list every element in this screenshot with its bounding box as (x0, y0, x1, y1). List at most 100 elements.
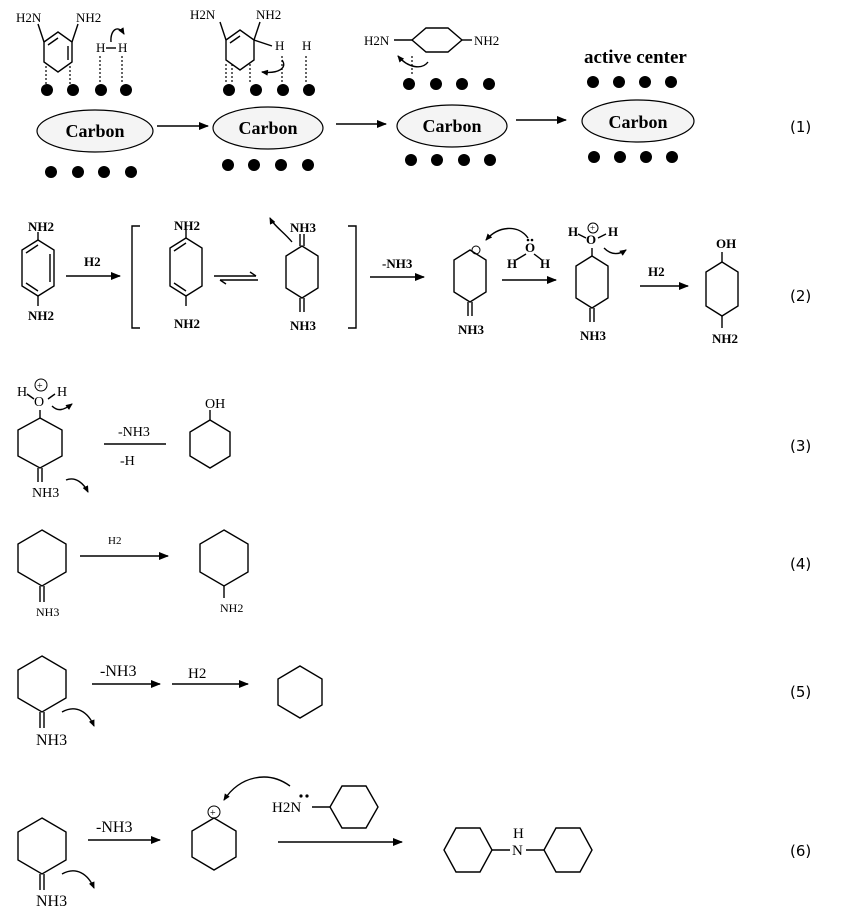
cyclohexane-diiminium: NH3 NH3 (269, 217, 319, 333)
carbon-label: Carbon (238, 118, 297, 138)
minus-nh3-label: -NH3 (96, 819, 132, 836)
equation-4: NH3 H2 NH2 (4) (17, 529, 811, 619)
active-site-dot (277, 84, 289, 96)
active-site-dot (613, 76, 625, 88)
ring (329, 785, 379, 829)
h2n-label: H2N (364, 33, 390, 48)
positive-charge-icon (471, 245, 481, 255)
h2-label: H2 (188, 666, 206, 682)
ring (705, 261, 739, 317)
h-label: H (118, 40, 127, 55)
active-site-dot (666, 151, 678, 163)
h-label: H (608, 224, 618, 239)
h-label: H (302, 38, 311, 53)
plus-label: + (210, 808, 216, 819)
active-site-dot (72, 166, 84, 178)
equation-number: (6) (790, 842, 811, 860)
equation-number: (4) (790, 555, 811, 573)
active-site-dot (275, 159, 287, 171)
equation-2: NH2 NH2 H2 NH2 NH2 NH3 (21, 217, 811, 346)
cyclohexadiene-diamine: NH2 NH2 (169, 218, 203, 331)
minus-nh3-label: -NH3 (118, 425, 150, 440)
positive-charge-icon (207, 805, 221, 819)
aminocyclohexanol: OH NH2 (705, 236, 739, 346)
curved-arrow (110, 27, 125, 43)
h2-label: H2 (84, 254, 101, 269)
curved-arrow (51, 403, 73, 411)
active-site-dot (665, 76, 677, 88)
cyclohexaniminium: NH3 (17, 529, 67, 619)
nh2-label: NH2 (174, 218, 200, 233)
h2n-label: H2N (272, 800, 301, 816)
o-label: O (586, 232, 596, 247)
h-label: H (17, 385, 27, 400)
minus-h-label: -H (120, 454, 135, 469)
nh2-label: NH2 (174, 316, 200, 331)
active-site-dot (403, 78, 415, 90)
ring (575, 255, 609, 309)
ring (17, 529, 67, 587)
lone-pair-dot (305, 794, 309, 798)
carbon-support (212, 106, 324, 150)
cyclohexaniminium: NH3 (17, 817, 95, 910)
active-site-dot (614, 151, 626, 163)
stage-3-cyclohexanediamine: H2N NH2 Carbon (364, 27, 508, 166)
h2n-label: H2N (190, 7, 216, 22)
cyclohexaniminium: NH3 (17, 655, 95, 749)
right-bracket (348, 225, 357, 329)
active-site-dot (483, 78, 495, 90)
o-label: O (34, 395, 44, 410)
equation-3: H O H + NH3 -NH3 -H OH (3) (17, 378, 811, 501)
ring (17, 655, 67, 713)
ring (17, 417, 63, 469)
curved-arrow (603, 247, 627, 256)
equation-6: NH3 -NH3 + H2N N H (6) (17, 776, 811, 910)
carbon-label: Carbon (65, 121, 124, 141)
active-site-dot (248, 159, 260, 171)
active-site-dot (484, 154, 496, 166)
active-site-dot (458, 154, 470, 166)
cyclohexanol: OH (189, 397, 231, 469)
cyclohexylamine-nucleophile: H2N (272, 785, 379, 829)
active-site-dot (639, 76, 651, 88)
curved-arrow (61, 870, 95, 889)
curved-arrow (65, 478, 89, 493)
oxonium-iminium-reactant: H O H + NH3 (17, 378, 89, 501)
ring (17, 817, 67, 875)
nh3-label: NH3 (32, 486, 59, 501)
benzene-ring (43, 31, 73, 73)
carbocation-iminium: NH3 (453, 227, 529, 337)
curved-arrow (223, 776, 291, 801)
active-site-dot (250, 84, 262, 96)
nh3-label: NH3 (458, 322, 485, 337)
active-site-dot (405, 154, 417, 166)
stage-4-active-center: active center Carbon (581, 47, 695, 163)
h2-label: H2 (108, 535, 121, 547)
cyclohexane (277, 665, 323, 719)
active-site-dot (223, 84, 235, 96)
plus-label: + (590, 223, 595, 233)
active-site-dot (430, 78, 442, 90)
plus-label: + (37, 381, 43, 392)
ring (199, 529, 249, 587)
active-site-dot (640, 151, 652, 163)
nh3-label: NH3 (36, 605, 59, 619)
active-site-dot (95, 84, 107, 96)
nh2-label: NH2 (28, 308, 54, 323)
h-label: H (507, 256, 517, 271)
active-site-dot (222, 159, 234, 171)
curved-arrow (269, 217, 293, 243)
nh2-label: NH2 (76, 10, 101, 25)
active-site-dot (120, 84, 132, 96)
ring (225, 29, 255, 71)
active-site-dot (45, 166, 57, 178)
equation-number: (1) (790, 118, 811, 136)
left-bracket (131, 225, 140, 329)
positive-charge-icon (587, 222, 599, 234)
active-site-dot (431, 154, 443, 166)
carbon-label: Carbon (422, 116, 481, 136)
ring (169, 237, 203, 297)
nh3-label: NH3 (290, 220, 317, 235)
o-label: O (525, 240, 535, 255)
